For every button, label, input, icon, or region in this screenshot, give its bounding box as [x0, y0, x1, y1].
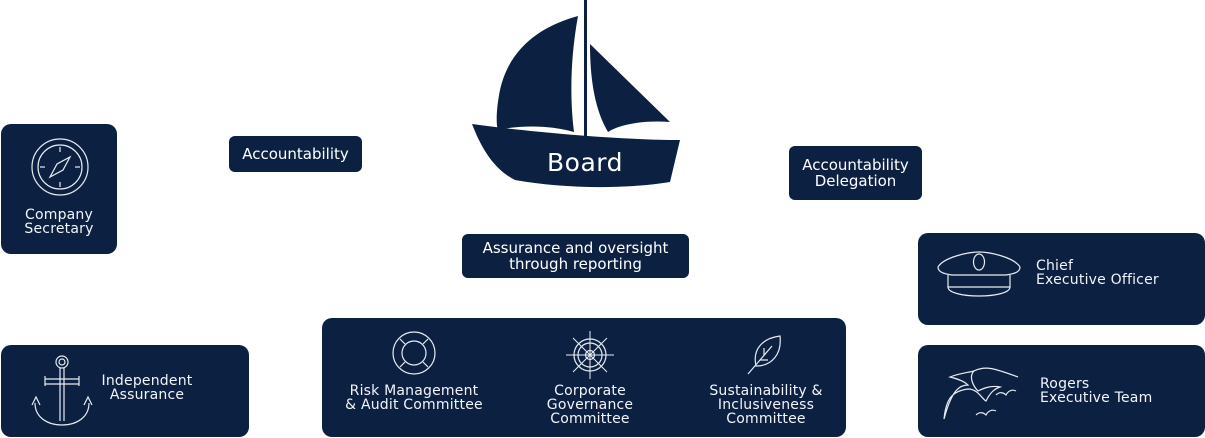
committee-sustainability-label-1: Sustainability &	[709, 383, 823, 399]
leaf-icon	[747, 335, 781, 375]
ceo-label-2: Executive Officer	[1036, 272, 1159, 288]
ceo-label-1: Chief	[1036, 258, 1074, 274]
delegation-label-1: Accountability	[802, 156, 909, 174]
committee-sustainability-label-2: Inclusiveness	[717, 397, 815, 413]
accountability-label: Accountability	[242, 145, 349, 163]
committee-governance-label-1: Corporate	[554, 383, 626, 399]
company-secretary-label-2: Secretary	[24, 221, 94, 237]
committee-sustainability: Sustainability & Inclusiveness Committee	[686, 330, 846, 430]
anchor-icon	[31, 355, 93, 426]
sailboat-icon	[472, 0, 680, 188]
independent-assurance-label-1: Independent	[101, 373, 193, 389]
assurance-oversight-tag: Assurance and oversight through reportin…	[462, 234, 689, 278]
board-label: Board	[547, 148, 623, 177]
compass-icon	[31, 138, 89, 196]
committee-corporate-governance: Corporate Governance Committee	[510, 330, 670, 430]
committees-group: Risk Management & Audit Committee Corpor…	[322, 318, 846, 437]
committee-governance-label-3: Committee	[550, 411, 630, 427]
committee-sustainability-label-3: Committee	[726, 411, 806, 427]
seagulls-icon	[943, 367, 1019, 420]
executive-team-node: Rogers Executive Team	[918, 345, 1205, 437]
captain-hat-icon	[937, 251, 1021, 297]
lifebuoy-icon	[392, 331, 436, 375]
accountability-tag: Accountability	[229, 136, 362, 172]
exec-team-label-2: Executive Team	[1040, 390, 1153, 406]
independent-assurance-node: Independent Assurance	[1, 345, 249, 437]
company-secretary-node: Company Secretary	[1, 124, 117, 254]
committee-risk-label-2: & Audit Committee	[345, 397, 483, 413]
independent-assurance-label-2: Assurance	[109, 387, 185, 403]
committee-risk-audit: Risk Management & Audit Committee	[334, 330, 494, 430]
board-node: Board	[470, 0, 685, 190]
company-secretary-label-1: Company	[24, 207, 93, 223]
assurance-label-2: through reporting	[509, 255, 642, 273]
exec-team-label-1: Rogers	[1040, 376, 1090, 392]
committee-risk-label-1: Risk Management	[349, 383, 479, 399]
ceo-node: Chief Executive Officer	[918, 233, 1205, 325]
assurance-label-1: Assurance and oversight	[482, 239, 669, 257]
ship-wheel-icon	[566, 331, 614, 379]
committee-governance-label-2: Governance	[546, 397, 634, 413]
accountability-delegation-tag: Accountability Delegation	[789, 146, 922, 200]
delegation-label-2: Delegation	[814, 172, 897, 190]
